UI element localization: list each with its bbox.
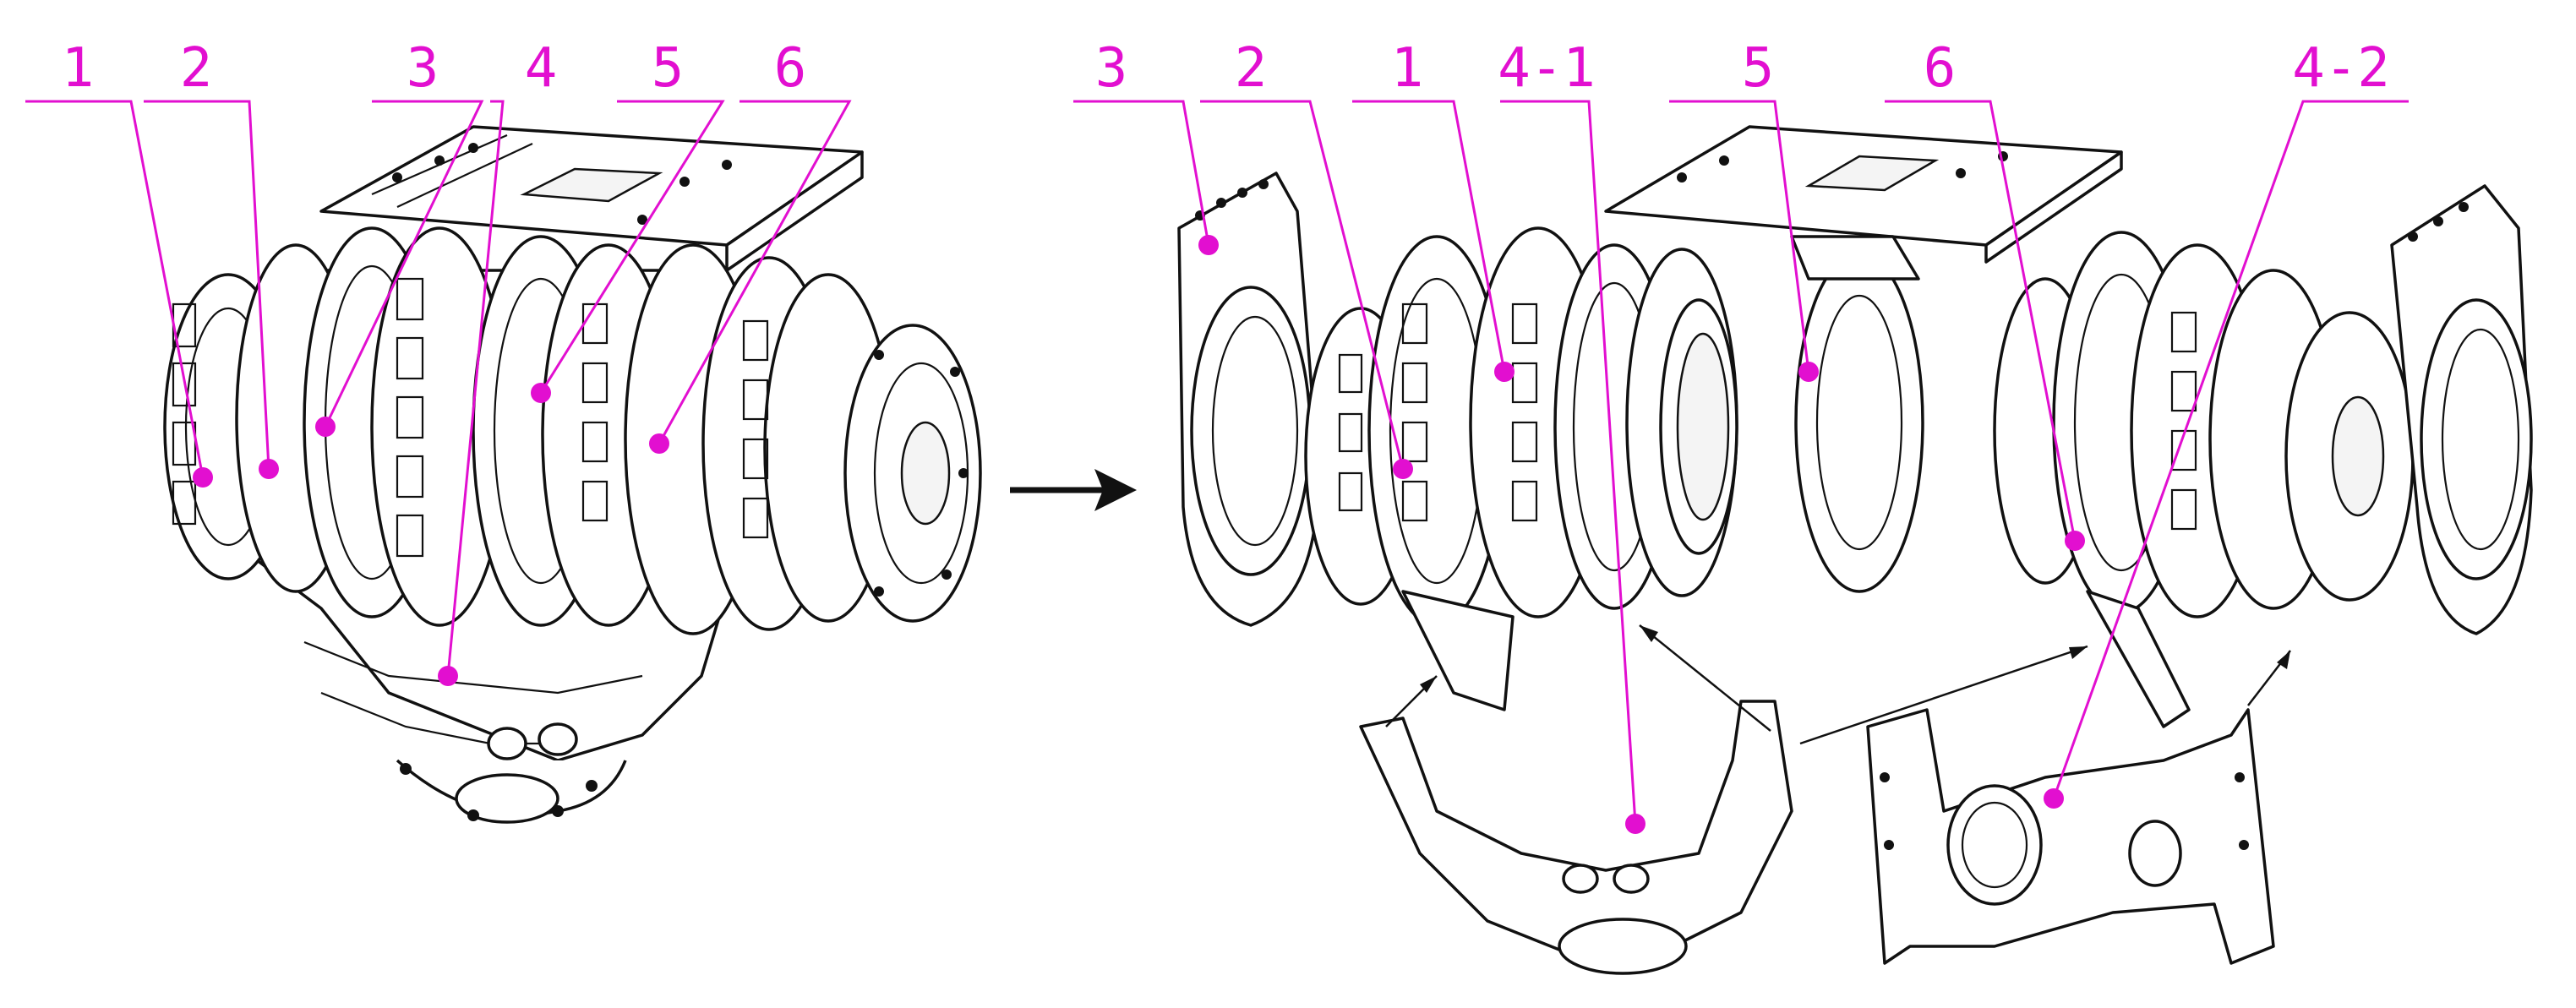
callout-marker bbox=[1798, 362, 1819, 382]
callout-label: 4 bbox=[525, 37, 558, 100]
callout-marker bbox=[193, 467, 213, 488]
callout-marker bbox=[1198, 235, 1219, 255]
exploded-right-side-plate bbox=[2390, 184, 2533, 635]
callout-marker bbox=[2065, 531, 2085, 551]
callout-marker bbox=[259, 459, 279, 479]
callout-label: 2 bbox=[180, 37, 213, 100]
exploded-part-2 bbox=[1304, 235, 1514, 711]
callout-label: 6 bbox=[774, 37, 807, 100]
callout-label: 3 bbox=[407, 37, 439, 100]
callout-marker bbox=[1494, 362, 1514, 382]
leader-line bbox=[1200, 100, 1405, 470]
leader-line bbox=[1885, 100, 2077, 542]
exploded-part-5 bbox=[1604, 125, 2123, 593]
assembly-arrowheads bbox=[1420, 625, 2290, 693]
exploded-part-3 bbox=[1177, 172, 1320, 627]
leader-line bbox=[144, 100, 270, 470]
leader-line bbox=[1669, 100, 1810, 373]
leader-line bbox=[2052, 100, 2409, 799]
callout-label: 5 bbox=[1742, 37, 1775, 100]
assembled-callouts: 1 2 3 4 5 6 bbox=[25, 37, 852, 686]
exploded-part-4-1 bbox=[1625, 248, 1738, 597]
callout-marker bbox=[438, 666, 458, 686]
leader-line bbox=[324, 100, 484, 428]
callout-marker bbox=[1393, 459, 1413, 479]
exploded-part-1 bbox=[1469, 226, 1675, 618]
callout-marker bbox=[649, 433, 669, 454]
leader-line bbox=[25, 100, 205, 478]
callout-label: 1 bbox=[62, 37, 95, 100]
callout-label: 1 bbox=[1391, 37, 1424, 100]
callout-label: 4-1 bbox=[1498, 37, 1596, 100]
leader-line bbox=[1073, 100, 1210, 246]
assembled-right-rings bbox=[624, 243, 982, 635]
leader-line bbox=[1500, 100, 1637, 825]
callout-label: 2 bbox=[1235, 37, 1268, 100]
assembled-view: 1 2 3 4 5 6 bbox=[25, 37, 982, 824]
arrow-right-icon bbox=[1010, 469, 1137, 511]
callout-marker bbox=[1625, 814, 1645, 834]
callout-marker bbox=[2044, 788, 2064, 809]
callout-label: 4-2 bbox=[2292, 37, 2390, 100]
leader-line bbox=[446, 100, 505, 677]
exploded-lower-frame-right bbox=[1866, 708, 2275, 965]
exploded-callouts: 3 2 1 4-1 5 6 4-2 bbox=[1073, 37, 2409, 834]
leader-line bbox=[539, 100, 725, 394]
assembled-gear-rings bbox=[235, 226, 509, 627]
callout-label: 3 bbox=[1095, 37, 1128, 100]
exploded-lower-frame-left bbox=[1359, 700, 1793, 975]
callout-label: 6 bbox=[1924, 37, 1957, 100]
leader-line bbox=[1352, 100, 1506, 373]
callout-label: 5 bbox=[652, 37, 685, 100]
callout-marker bbox=[315, 417, 336, 437]
exploded-view: 3 2 1 4-1 5 6 4-2 bbox=[1073, 37, 2533, 975]
leader-line bbox=[658, 100, 852, 444]
exploded-part-6 bbox=[1993, 231, 2415, 728]
callout-marker bbox=[531, 383, 551, 403]
